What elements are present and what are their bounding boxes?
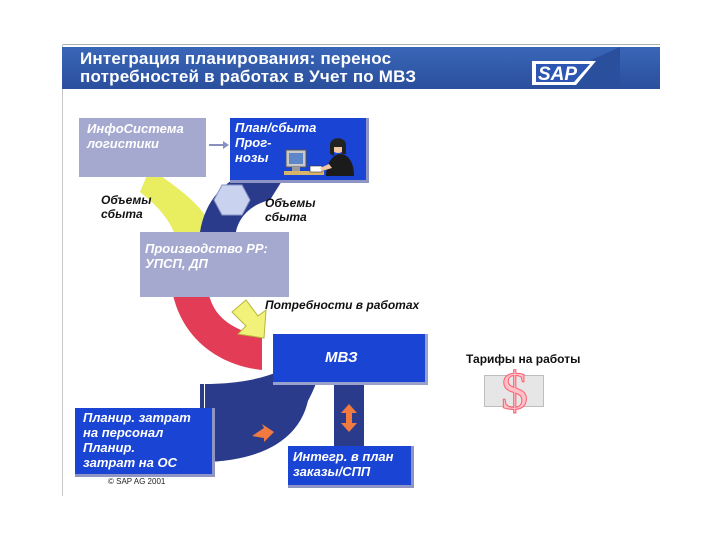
navy-bottom-arc-fill	[205, 360, 318, 462]
slide-title-line-2: потребностей в работах в Учет по МВЗ	[80, 67, 417, 86]
sales-volume-left-line-1: Объемы	[101, 193, 152, 207]
infosystem-line-2: логистики	[87, 136, 159, 151]
sales-volume-right-line-2: сбыта	[265, 210, 307, 224]
slide-title-line-1: Интеграция планирования: перенос	[80, 49, 392, 68]
rate-card	[484, 375, 544, 407]
person-at-computer-icon	[284, 138, 354, 176]
infosystem-logistics-box: ИнфоСистема логистики	[79, 118, 209, 177]
cost-planning-line-4: затрат на ОС	[83, 455, 177, 470]
cost-planning-line-3: Планир.	[83, 440, 136, 455]
cost-center-label: МВЗ	[325, 349, 358, 366]
orange-arrow-icon	[252, 424, 274, 442]
slide-title: Интеграция планирования: перенос потребн…	[80, 50, 510, 86]
infosystem-line-1: ИнфоСистема	[87, 121, 184, 136]
slide-top-border	[62, 44, 660, 45]
sales-volume-left-line-2: сбыта	[101, 207, 143, 221]
integration-line-2: заказы/СПП	[293, 464, 371, 479]
red-arc	[172, 290, 262, 370]
sap-logo-text: SAP	[538, 64, 577, 85]
sales-plan-line-3: нозы	[235, 150, 269, 165]
activity-requirements-label: Потребности в работах	[265, 298, 420, 312]
sales-plan-line-1: План/сбыта	[235, 120, 317, 135]
sales-volume-label-left: Объемы сбыта	[101, 193, 151, 221]
cost-center-box: МВЗ	[273, 334, 428, 385]
dollar-icon: $	[501, 361, 529, 422]
yellow-arrow-icon	[231, 299, 267, 339]
hexagon-connector-icon	[213, 184, 251, 216]
vertical-double-arrow-icon	[341, 404, 357, 432]
production-line-1: Производство PP:	[145, 241, 268, 256]
sales-plan-line-2: Прог-	[235, 135, 272, 150]
integration-line-1: Интегр. в план	[293, 449, 394, 464]
production-pp-box: Производство PP: УПСП, ДП	[140, 232, 292, 297]
sap-logo: SAP	[528, 47, 620, 89]
production-line-2: УПСП, ДП	[145, 256, 208, 271]
copyright-notice: © SAP AG 2001	[108, 477, 166, 486]
cost-planning-line-2: на персонал	[83, 425, 164, 440]
yellow-arc	[140, 168, 215, 235]
order-integration-box: Интегр. в план заказы/СПП	[288, 446, 414, 488]
cost-planning-box: Планир. затрат на персонал Планир. затра…	[75, 408, 215, 477]
activity-rates-label: Тарифы на работы	[466, 352, 581, 366]
slide-left-border	[62, 44, 63, 496]
sales-volume-label-right: Объемы сбыта	[265, 196, 315, 224]
navy-mark	[200, 384, 204, 408]
cost-planning-line-1: Планир. затрат	[83, 410, 191, 425]
sales-volume-right-line-1: Объемы	[265, 196, 316, 210]
